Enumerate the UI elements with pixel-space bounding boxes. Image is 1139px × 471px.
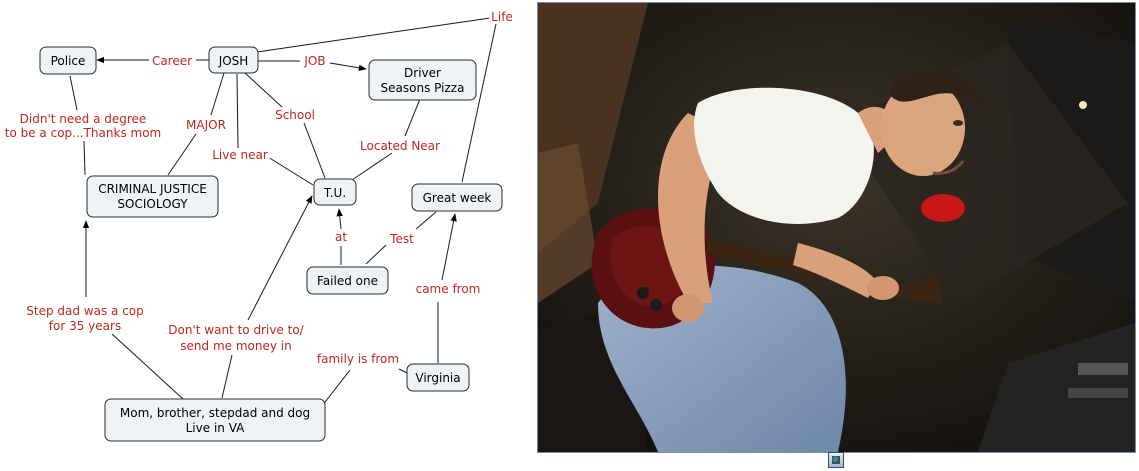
- node-police-label: Police: [51, 54, 86, 68]
- node-criminal-label-line2: SOCIOLOGY: [117, 197, 188, 211]
- label-live-near: Live near: [212, 148, 268, 162]
- label-located-near: Located Near: [360, 139, 440, 153]
- label-at: at: [335, 230, 347, 244]
- label-life: Life: [491, 10, 513, 24]
- node-police[interactable]: Police: [40, 47, 96, 74]
- label-degree-line1: Didn't need a degree: [20, 112, 147, 126]
- node-virginia-label: Virginia: [415, 371, 460, 385]
- node-criminal-justice-sociology[interactable]: CRIMINAL JUSTICE SOCIOLOGY: [87, 176, 218, 217]
- image-icon[interactable]: [828, 452, 844, 468]
- node-josh[interactable]: JOSH: [209, 47, 258, 73]
- node-family-label-line1: Mom, brother, stepdad and dog: [120, 406, 310, 420]
- node-driver-label-line1: Driver: [404, 66, 441, 80]
- node-virginia[interactable]: Virginia: [407, 364, 469, 391]
- label-major: MAJOR: [186, 118, 226, 132]
- label-family-is-from: family is from: [317, 352, 399, 366]
- node-family-label-line2: Live in VA: [186, 421, 246, 435]
- node-failed-one-label: Failed one: [317, 274, 378, 288]
- label-step-dad-line1: Step dad was a cop: [26, 304, 144, 318]
- node-great-week[interactable]: Great week: [412, 184, 502, 211]
- label-step-dad-line2: for 35 years: [49, 319, 121, 333]
- label-dont-want-line1: Don't want to drive to/: [168, 323, 304, 337]
- label-degree-line2: to be a cop...Thanks mom: [5, 126, 161, 140]
- node-driver-seasons-pizza[interactable]: Driver Seasons Pizza: [369, 60, 476, 100]
- label-dont-want-line2: send me money in: [180, 339, 291, 353]
- label-test: Test: [389, 232, 414, 246]
- node-great-week-label: Great week: [423, 191, 492, 205]
- label-came-from: came from: [416, 282, 481, 296]
- node-family-live-in-va[interactable]: Mom, brother, stepdad and dog Live in VA: [105, 399, 325, 441]
- photo-illustration: [538, 3, 1135, 452]
- photo: [537, 2, 1136, 453]
- label-school: School: [275, 108, 315, 122]
- node-criminal-label-line1: CRIMINAL JUSTICE: [98, 182, 207, 196]
- node-tu-label: T.U.: [323, 186, 346, 200]
- node-failed-one[interactable]: Failed one: [307, 267, 388, 294]
- node-tu[interactable]: T.U.: [314, 179, 356, 205]
- label-job: JOB: [303, 54, 325, 68]
- node-josh-label: JOSH: [218, 54, 249, 68]
- label-career: Career: [152, 54, 192, 68]
- concept-map: Life Career JOB MAJOR School Live near L…: [0, 0, 535, 471]
- node-driver-label-line2: Seasons Pizza: [381, 81, 465, 95]
